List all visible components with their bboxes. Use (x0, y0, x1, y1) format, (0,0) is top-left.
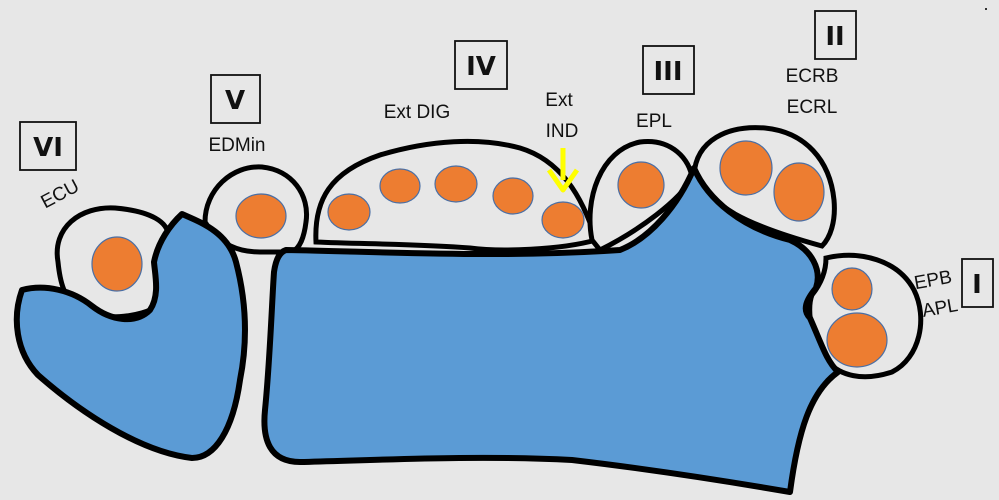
tendon-epb (832, 268, 872, 310)
ecrl-label: ECRL (787, 97, 838, 118)
tendon-group-v (236, 194, 286, 238)
ext-dig-label: Ext DIG (384, 102, 451, 123)
tendon-ecrb (720, 141, 772, 195)
tendon-apl (827, 313, 887, 367)
ecu-label: ECU (38, 176, 83, 213)
tendon-ecrl (774, 163, 824, 221)
corner-speck (985, 8, 987, 10)
tendon-ecu (92, 237, 142, 291)
tendon-ext-dig-3 (435, 166, 477, 202)
ext-ind-label-line2: IND (546, 121, 579, 142)
apl-label: APL (921, 295, 960, 322)
compartment-ii-numeral: II (825, 22, 844, 52)
compartment-iii-numeral: III (653, 57, 682, 87)
compartment-iv-numeral: IV (466, 52, 496, 82)
tendon-epl (618, 162, 664, 208)
epb-label: EPB (913, 267, 954, 294)
tendon-group-vi (92, 237, 142, 291)
compartment-vi-numeral: VI (33, 133, 63, 163)
tendon-ext-dig-2 (380, 169, 420, 203)
epl-label: EPL (636, 111, 672, 132)
tendon-ext-dig-1 (328, 194, 370, 230)
compartment-v-numeral: V (225, 86, 245, 116)
tendon-ext-dig-4 (493, 178, 533, 214)
ext-ind-label-line1: Ext (545, 90, 573, 111)
tendon-edmin (236, 194, 286, 238)
ecrb-label: ECRB (786, 66, 839, 87)
compartment-i-numeral: I (972, 270, 982, 300)
edmin-label: EDMin (208, 135, 265, 156)
tendon-ext-ind (542, 202, 584, 238)
tendon-group-iii (618, 162, 664, 208)
